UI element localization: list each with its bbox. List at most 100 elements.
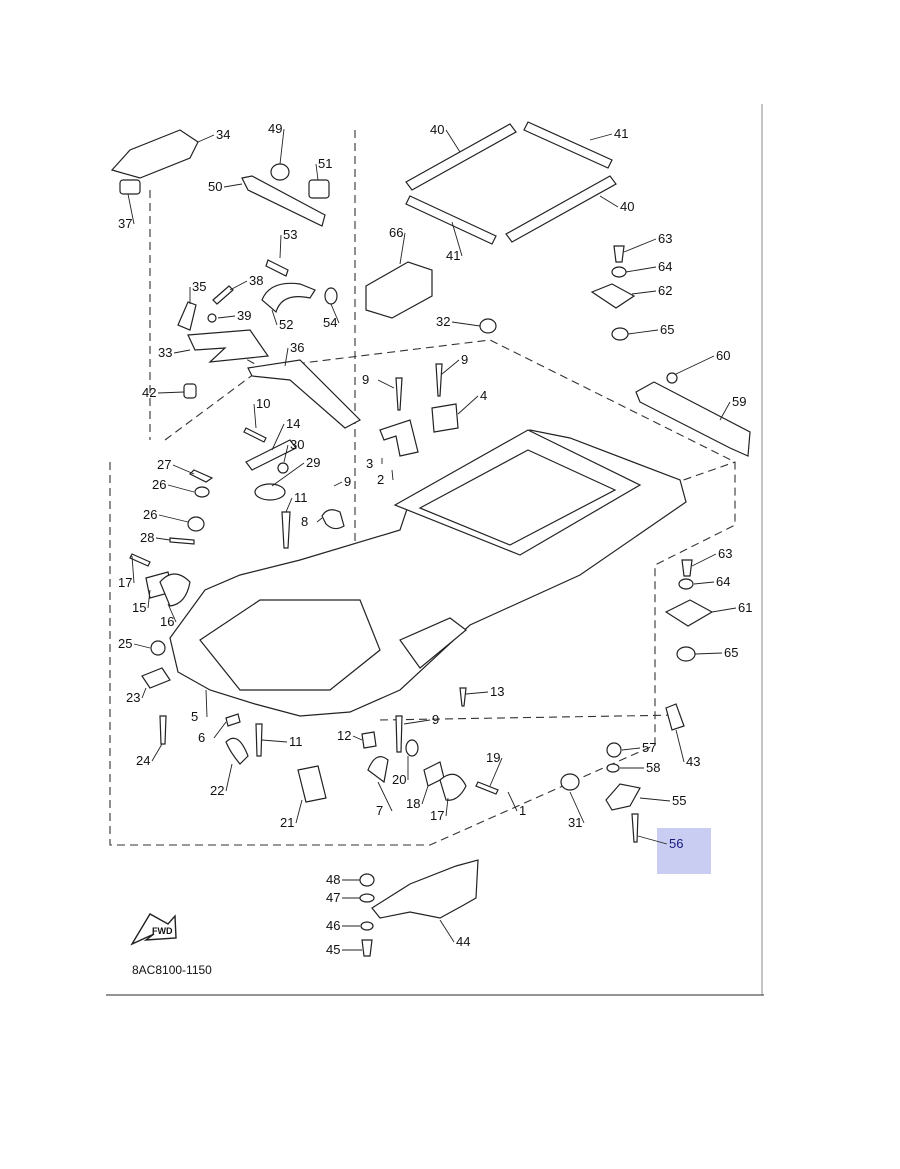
part-30-washer xyxy=(277,462,289,474)
callout-label-52: 52 xyxy=(279,317,293,332)
callout-leader-14 xyxy=(271,423,285,451)
callout-label-39: 39 xyxy=(237,308,251,323)
part-35-arm xyxy=(177,301,197,331)
part-14-latch xyxy=(245,439,297,471)
callout-label-35: 35 xyxy=(192,279,206,294)
part-50-rod xyxy=(241,175,326,227)
callout-label-18: 18 xyxy=(406,796,420,811)
callout-leader-40 xyxy=(599,195,619,208)
callout-label-20: 20 xyxy=(392,772,406,787)
part-29-cap xyxy=(254,483,286,501)
callout-label-34: 34 xyxy=(216,127,230,142)
part-40-rail-b xyxy=(505,175,617,243)
part-47-washer xyxy=(359,893,375,903)
callout-label-12: 12 xyxy=(337,728,351,743)
callout-label-64: 64 xyxy=(658,259,672,274)
part-22-bracket xyxy=(225,737,249,765)
callout-leader-44 xyxy=(439,919,455,943)
callout-label-27: 27 xyxy=(157,457,171,472)
part-59-panel xyxy=(635,381,751,457)
part-60-bolt xyxy=(666,372,678,384)
part-61-plate xyxy=(664,599,714,627)
callout-label-32: 32 xyxy=(436,314,450,329)
callout-label-65: 65 xyxy=(660,322,674,337)
part-8-hook xyxy=(321,509,345,530)
callout-leader-65 xyxy=(694,652,723,655)
part-21-bracket xyxy=(297,765,327,803)
callout-leader-33 xyxy=(173,349,191,354)
callout-label-31: 31 xyxy=(568,815,582,830)
part-33-plate xyxy=(187,329,270,363)
part-65-cap-a xyxy=(611,327,629,341)
callout-label-30: 30 xyxy=(290,437,304,452)
callout-label-57: 57 xyxy=(642,740,656,755)
callout-label-17: 17 xyxy=(430,808,444,823)
callout-leader-13 xyxy=(465,691,489,695)
callout-label-55: 55 xyxy=(672,793,686,808)
callout-label-21: 21 xyxy=(280,815,294,830)
callout-label-53: 53 xyxy=(283,227,297,242)
callout-leader-24 xyxy=(151,743,163,762)
callout-leader-26 xyxy=(158,514,189,523)
callout-leader-18 xyxy=(421,785,429,805)
callout-label-63: 63 xyxy=(718,546,732,561)
callout-leader-42 xyxy=(157,391,185,394)
part-46-washer xyxy=(360,921,374,931)
part-40-rail-a xyxy=(405,123,517,191)
callout-leader-36 xyxy=(284,347,289,367)
callout-label-23: 23 xyxy=(126,690,140,705)
part-42-clip xyxy=(183,383,197,399)
part-32-grommet xyxy=(479,318,497,334)
callout-leader-11 xyxy=(261,739,288,743)
callout-label-15: 15 xyxy=(132,600,146,615)
part-11-bolt-b xyxy=(255,723,263,757)
callout-label-44: 44 xyxy=(456,934,470,949)
callout-leader-41 xyxy=(589,133,613,141)
callout-label-1: 1 xyxy=(519,803,526,818)
callout-label-40: 40 xyxy=(620,199,634,214)
callout-label-13: 13 xyxy=(490,684,504,699)
callout-label-22: 22 xyxy=(210,783,224,798)
callout-label-9: 9 xyxy=(461,352,468,367)
callout-label-4: 4 xyxy=(480,388,487,403)
callout-label-11: 11 xyxy=(289,734,303,749)
part-34-bracket xyxy=(110,129,199,179)
part-20-grommet xyxy=(405,739,419,757)
callout-label-62: 62 xyxy=(658,283,672,298)
callout-label-66: 66 xyxy=(389,225,403,240)
callout-label-3: 3 xyxy=(366,456,373,471)
part-44-bracket xyxy=(371,859,479,919)
callout-leader-62 xyxy=(631,290,657,295)
callout-label-41: 41 xyxy=(446,248,460,263)
callout-leader-19 xyxy=(489,757,503,787)
part-31-cap xyxy=(560,773,580,791)
part-1-pan xyxy=(199,599,381,691)
callout-label-19: 19 xyxy=(486,750,500,765)
callout-label-10: 10 xyxy=(256,396,270,411)
callout-leader-25 xyxy=(133,643,151,649)
callout-leader-56 xyxy=(637,835,668,845)
part-58-washer xyxy=(606,763,620,773)
callout-label-28: 28 xyxy=(140,530,154,545)
callout-leader-53 xyxy=(279,234,282,259)
part-17-bolt-a xyxy=(129,553,151,567)
callout-leader-27 xyxy=(172,464,195,475)
part-62-plate xyxy=(590,283,636,309)
callout-leader-61 xyxy=(711,607,737,613)
callout-label-24: 24 xyxy=(136,753,150,768)
callout-leader-22 xyxy=(225,763,233,792)
part-17-bolt-b xyxy=(475,781,499,795)
callout-label-42: 42 xyxy=(142,385,156,400)
part-24-bolt xyxy=(159,715,167,745)
callout-label-16: 16 xyxy=(160,614,174,629)
part-56-bolt xyxy=(631,813,639,843)
callout-leaders xyxy=(127,128,737,951)
part-11-bolt-a xyxy=(281,511,291,549)
callout-label-58: 58 xyxy=(646,760,660,775)
callout-label-64: 64 xyxy=(716,574,730,589)
part-10-pin xyxy=(243,427,267,443)
callout-leader-41 xyxy=(451,221,463,257)
callout-leader-31 xyxy=(569,791,585,824)
